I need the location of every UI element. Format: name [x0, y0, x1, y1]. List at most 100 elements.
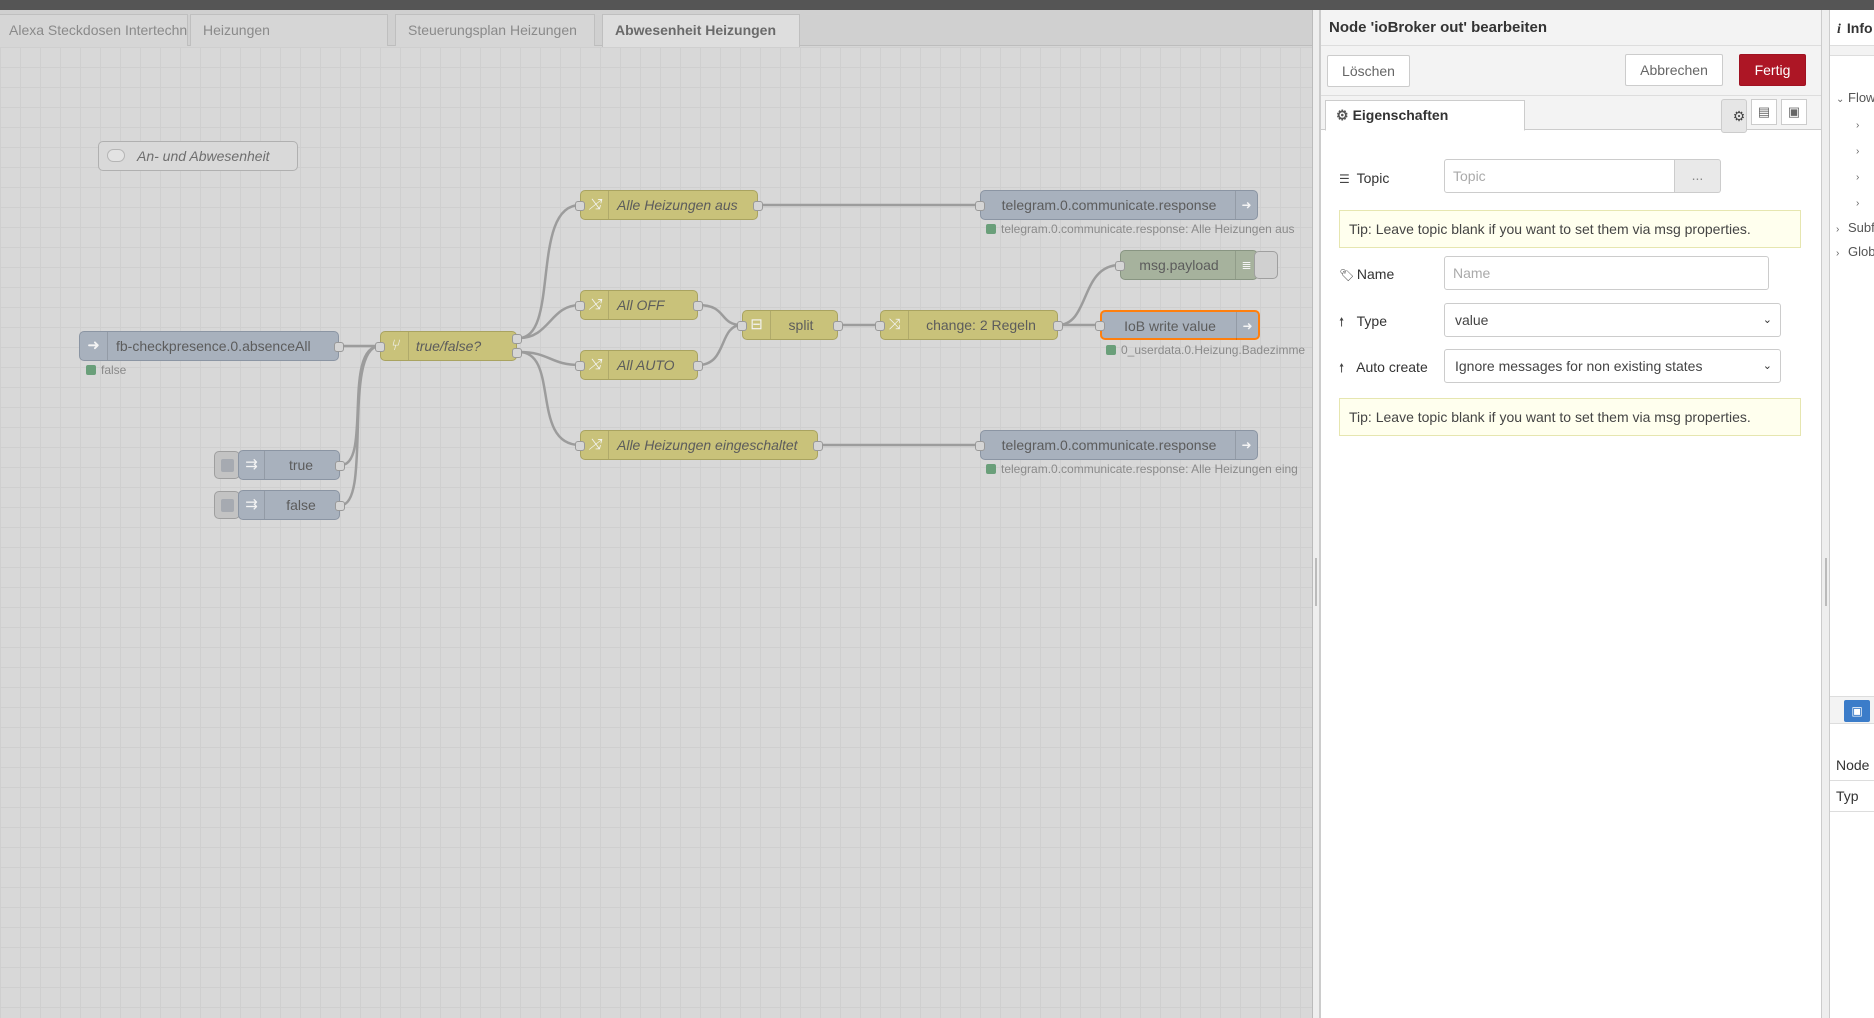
switch-node[interactable]: ⑂ true/false?: [375, 331, 522, 361]
presence-node[interactable]: ➜ fb-checkpresence.0.absenceAll: [79, 331, 344, 361]
input-port[interactable]: [575, 441, 585, 451]
tab-steuerungsplan-heizungen[interactable]: Steuerungsplan Heizungen: [395, 14, 595, 46]
inject-false-button[interactable]: [214, 491, 240, 519]
wires: [340, 203, 1121, 507]
output-port[interactable]: [693, 301, 703, 311]
change-node-regeln[interactable]: ⤨ change: 2 Regeln: [875, 310, 1063, 340]
editor-resize-handle[interactable]: [1312, 10, 1320, 1018]
appearance-tab-button[interactable]: ▣: [1781, 99, 1807, 125]
tree-item-subflows[interactable]: ›Subflows: [1836, 220, 1874, 235]
output-port[interactable]: [334, 342, 344, 352]
arrow-icon: ⇉: [239, 451, 265, 479]
info-icon: i: [1837, 22, 1841, 37]
change-node-alle-aus[interactable]: ⤨ Alle Heizungen aus: [575, 190, 763, 220]
tree-flow-2[interactable]: ›: [1856, 142, 1868, 157]
input-port[interactable]: [575, 201, 585, 211]
change-node-regeln-label: change: 2 Regeln: [926, 317, 1036, 333]
output-port[interactable]: [335, 461, 345, 471]
node-info-button[interactable]: ▣: [1844, 700, 1870, 722]
sidebar-resize-handle[interactable]: [1821, 10, 1829, 1018]
autocreate-select[interactable]: Ignore messages for non existing states⌄: [1444, 349, 1781, 383]
name-input[interactable]: [1444, 256, 1769, 290]
presence-status-label: false: [101, 363, 127, 377]
workspace: Alexa Steckdosen Intertechno Heizungen S…: [0, 10, 1312, 1018]
tab-alexa-steckdosen[interactable]: Alexa Steckdosen Intertechno: [0, 14, 188, 46]
done-button[interactable]: Fertig: [1739, 54, 1806, 86]
inject-true-button[interactable]: [214, 451, 240, 479]
tree-item-flows-label: Flows: [1848, 90, 1874, 105]
input-port[interactable]: [875, 321, 885, 331]
top-header-bar: [0, 0, 1874, 10]
output-port[interactable]: [693, 361, 703, 371]
change-node-all-auto[interactable]: ⤨ All AUTO: [575, 350, 703, 380]
input-port[interactable]: [575, 301, 585, 311]
tree-flow-1[interactable]: ›: [1856, 116, 1868, 131]
input-port[interactable]: [1115, 261, 1125, 271]
output-port[interactable]: [813, 441, 823, 451]
tray-toolbar: Löschen Abbrechen Fertig: [1321, 46, 1822, 96]
settings-tab-button[interactable]: ⚙: [1721, 99, 1747, 133]
tree-flow-3[interactable]: ›: [1856, 168, 1868, 183]
tray-title: Node 'ioBroker out' bearbeiten: [1321, 10, 1822, 46]
name-label-text: Name: [1356, 266, 1395, 282]
tree-item-global-label: Global: [1848, 244, 1874, 259]
description-tab-button[interactable]: ▤: [1751, 99, 1777, 125]
prop-row-node: Node: [1830, 750, 1874, 781]
tab-heizungen[interactable]: Heizungen: [190, 14, 388, 46]
tree-flow-4[interactable]: ›: [1856, 194, 1868, 209]
arrow-icon: ⇉: [239, 491, 265, 519]
output-port[interactable]: [1053, 321, 1063, 331]
output-port-2[interactable]: [512, 348, 522, 358]
input-port[interactable]: [737, 321, 747, 331]
input-port[interactable]: [1095, 321, 1105, 331]
chevron-right-icon: ›: [1856, 120, 1860, 131]
presence-status: false: [86, 363, 126, 377]
delete-button[interactable]: Löschen: [1327, 55, 1410, 87]
input-port[interactable]: [575, 361, 585, 371]
tip-box-1: Tip: Leave topic blank if you want to se…: [1339, 210, 1801, 248]
debug-toggle-button[interactable]: [1254, 251, 1278, 279]
comment-node[interactable]: An- und Abwesenheit: [98, 141, 298, 171]
chevron-right-icon: ›: [1836, 248, 1840, 259]
change-node-alle-ein[interactable]: ⤨ Alle Heizungen eingeschaltet: [575, 430, 823, 460]
telegram-node-top[interactable]: telegram.0.communicate.response ➜: [975, 190, 1258, 220]
split-icon: ⊟: [743, 311, 771, 339]
tab-abwesenheit-heizungen[interactable]: Abwesenheit Heizungen: [602, 14, 800, 47]
input-port[interactable]: [975, 441, 985, 451]
telegram-node-bottom[interactable]: telegram.0.communicate.response ➜: [975, 430, 1258, 460]
telegram-top-status: telegram.0.communicate.response: Alle He…: [986, 222, 1295, 236]
flow-canvas[interactable]: An- und Abwesenheit ➜ fb-checkpresence.0…: [0, 47, 1312, 1018]
chevron-down-icon: ⌄: [1762, 360, 1772, 372]
output-port[interactable]: [753, 201, 763, 211]
topic-browse-button[interactable]: ...: [1675, 159, 1721, 193]
tree-item-flows[interactable]: ⌄Flows: [1836, 90, 1874, 105]
iob-write-node[interactable]: IoB write value ➜: [1095, 310, 1260, 340]
output-port[interactable]: [335, 501, 345, 511]
workspace-tabs: Alexa Steckdosen Intertechno Heizungen S…: [0, 10, 1312, 47]
arrow-right-icon: ➜: [80, 332, 108, 360]
input-port[interactable]: [975, 201, 985, 211]
tree-item-subflows-label: Subflows: [1848, 220, 1874, 235]
debug-node-label: msg.payload: [1139, 257, 1219, 273]
telegram-bottom-status-label: telegram.0.communicate.response: Alle He…: [1001, 462, 1298, 476]
input-port[interactable]: [375, 342, 385, 352]
inject-false-node[interactable]: ⇉ false: [238, 490, 345, 520]
type-label: 🠕 Type: [1339, 313, 1387, 334]
tab-properties[interactable]: ⚙Eigenschaften: [1325, 100, 1525, 131]
output-port[interactable]: [833, 321, 843, 331]
topic-input[interactable]: [1444, 159, 1675, 193]
cancel-button[interactable]: Abbrechen: [1625, 54, 1723, 86]
inject-true-node[interactable]: ⇉ true: [238, 450, 345, 480]
tree-item-global[interactable]: › Global: [1836, 244, 1874, 259]
type-select[interactable]: value⌄: [1444, 303, 1781, 337]
change-node-all-off[interactable]: ⤨ All OFF: [575, 290, 703, 320]
output-port-1[interactable]: [512, 334, 522, 344]
split-node[interactable]: ⊟ split: [737, 310, 843, 340]
change-node-all-off-label: All OFF: [617, 297, 665, 313]
debug-node[interactable]: msg.payload ≣: [1115, 250, 1258, 280]
name-label: 🏷 Name: [1339, 266, 1394, 282]
telegram-bottom-status: telegram.0.communicate.response: Alle He…: [986, 462, 1298, 476]
autocreate-label: 🠕 Auto create: [1339, 359, 1428, 380]
